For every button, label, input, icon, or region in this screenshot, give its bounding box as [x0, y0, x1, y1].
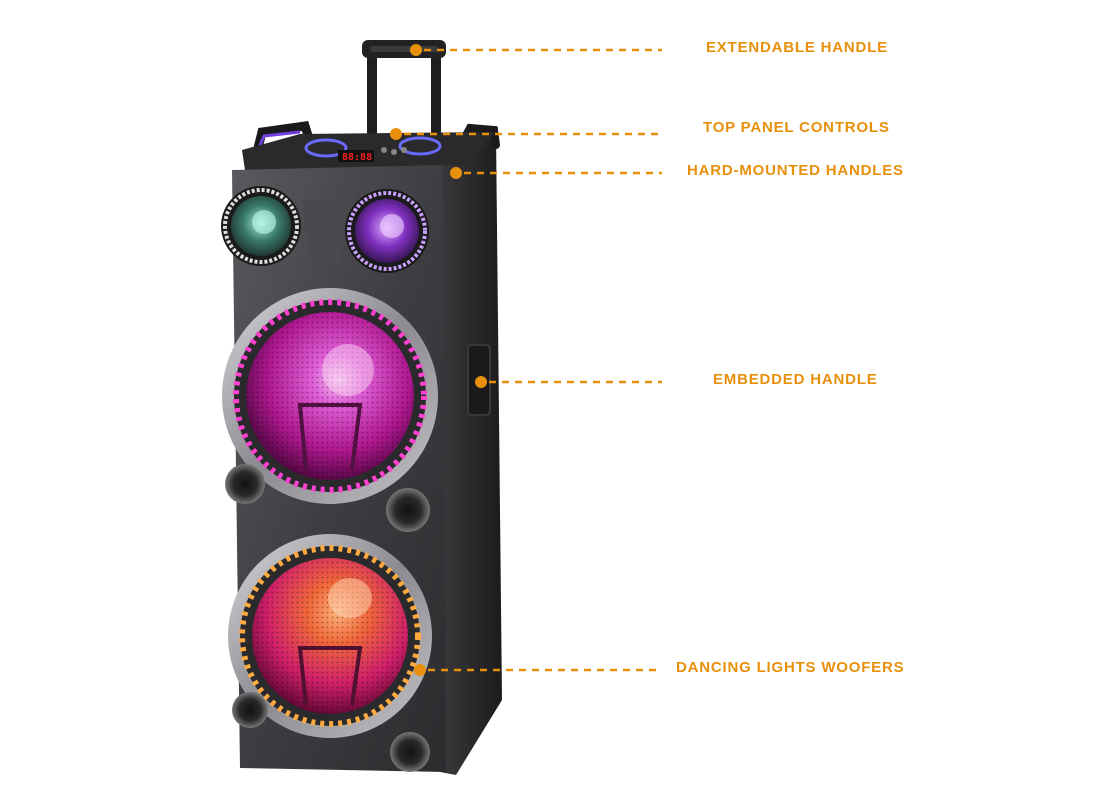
- woofer-upper: [222, 288, 438, 504]
- top-panel: 88:88: [242, 132, 494, 170]
- led-display: 88:88: [342, 152, 372, 163]
- callout-extendable-handle: EXTENDABLE HANDLE: [706, 39, 888, 56]
- bass-port-2: [386, 488, 430, 532]
- callout-embedded-handle: EMBEDDED HANDLE: [713, 371, 878, 388]
- extendable-handle: [362, 40, 446, 140]
- cabinet-side: [440, 132, 502, 775]
- tweeter-right: [345, 189, 429, 273]
- callout-hard-mounted-handles: HARD-MOUNTED HANDLES: [687, 162, 904, 179]
- woofer-lower: [228, 534, 432, 738]
- bass-port-4: [390, 732, 430, 772]
- callout-connectors: [390, 44, 662, 676]
- bass-port-1: [225, 464, 265, 504]
- bass-port-3: [232, 692, 268, 728]
- callout-top-panel-controls: TOP PANEL CONTROLS: [703, 119, 890, 136]
- tweeter-left: [221, 186, 301, 266]
- callout-dancing-lights-woofers: DANCING LIGHTS WOOFERS: [676, 659, 905, 676]
